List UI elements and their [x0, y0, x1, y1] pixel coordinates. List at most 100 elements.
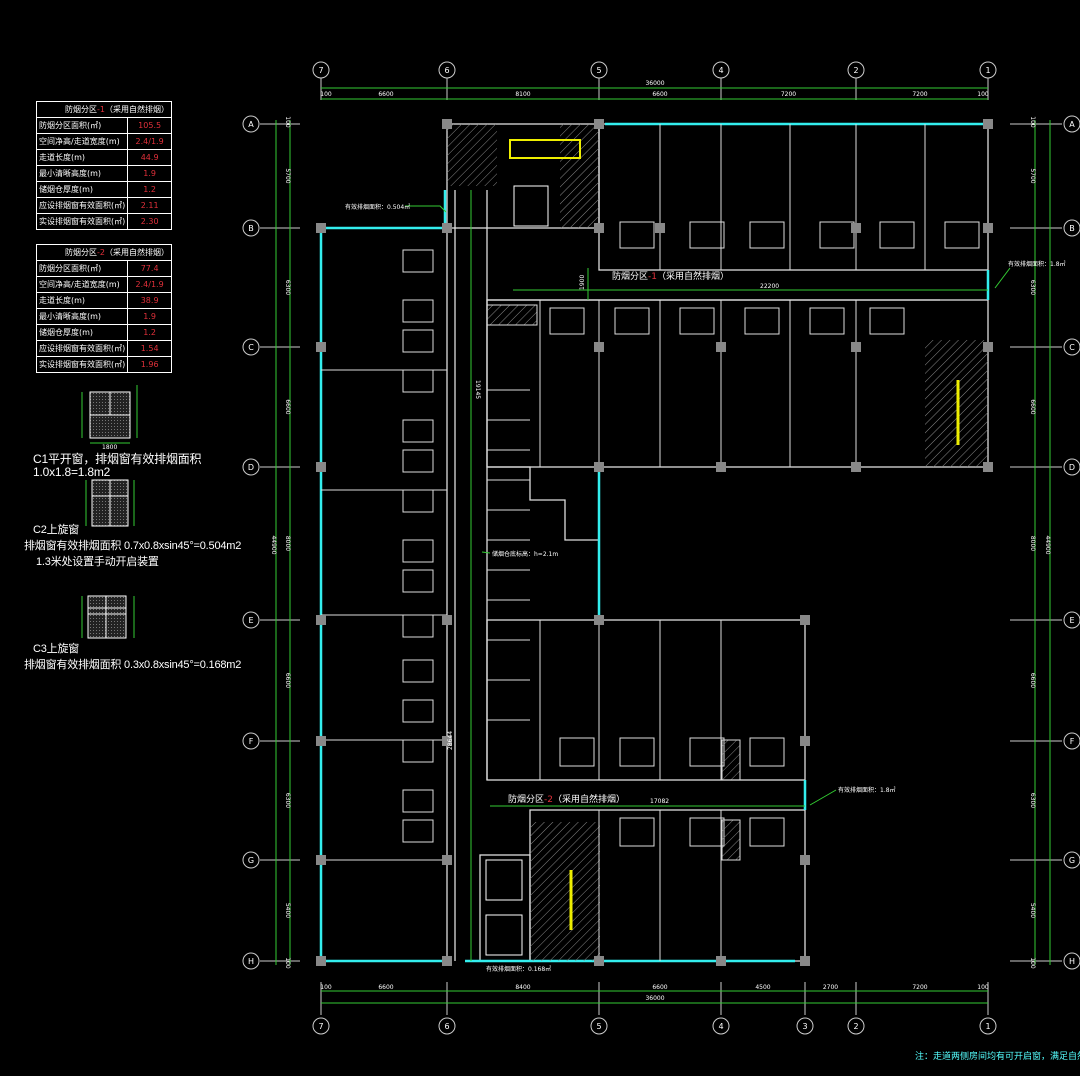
- bathroom: [402, 739, 434, 763]
- table-row: 防烟分区面积(㎡)77.4: [35, 260, 172, 277]
- side-dim-left: 100: [284, 957, 291, 969]
- shaft: [721, 819, 741, 861]
- structural-column: [316, 342, 326, 352]
- bottom-dim: 7200: [912, 984, 927, 991]
- table-row: 实设排烟窗有效面积(㎡)2.30: [35, 213, 172, 230]
- axis-label-top: 5: [596, 66, 601, 75]
- leader-lines: [405, 205, 1011, 806]
- table-row: 储烟仓厚度(m)1.2: [35, 324, 172, 341]
- bathroom: [749, 737, 785, 767]
- top-dim: 100: [977, 91, 989, 98]
- structural-column: [800, 736, 810, 746]
- structural-column: [442, 223, 452, 233]
- axis-bubble: [438, 61, 456, 79]
- structural-column: [655, 223, 665, 233]
- structural-column: [851, 223, 861, 233]
- bathroom: [549, 307, 585, 335]
- axis-label-left: G: [248, 856, 254, 865]
- axis-label-right: H: [1069, 957, 1075, 966]
- axis-bubble: [1063, 115, 1080, 133]
- window-area-label-bottom: 有效排烟面积：0.168㎡: [486, 965, 551, 973]
- top-total-dim: 36000: [645, 80, 664, 87]
- axis-bubble: [1063, 458, 1080, 476]
- bathroom: [619, 817, 655, 847]
- axis-label-left: E: [248, 616, 253, 625]
- bathroom: [402, 819, 434, 843]
- structural-column: [594, 956, 604, 966]
- side-dim-right: 5400: [1029, 903, 1036, 918]
- window-area-label-mid: 有效排烟面积：1.8㎡: [838, 786, 896, 794]
- axis-label-bottom: 6: [444, 1022, 449, 1031]
- zone1-width: 1900: [579, 275, 586, 290]
- bathroom: [402, 659, 434, 683]
- axis-label-top: 7: [318, 66, 323, 75]
- structural-column: [716, 462, 726, 472]
- axis-label-bottom: 4: [718, 1022, 723, 1031]
- structural-column: [594, 119, 604, 129]
- side-total-right: 44900: [1044, 535, 1051, 554]
- axis-label-right: A: [1069, 120, 1075, 129]
- axis-label-top: 4: [718, 66, 723, 75]
- axis-bubble: [242, 115, 260, 133]
- structural-column: [851, 342, 861, 352]
- shaft: [721, 739, 741, 781]
- table-row: 储烟仓厚度(m)1.2: [35, 181, 172, 198]
- c3-caption-group: C3上旋窗 排烟窗有效排烟面积 0.3x0.8xsin45°=0.168m2: [24, 643, 272, 672]
- exterior-windows: [319, 122, 990, 963]
- axis-label-top: 1: [985, 66, 990, 75]
- side-dim-right: 6600: [1029, 399, 1036, 414]
- structural-column: [316, 462, 326, 472]
- axis-bubble: [590, 61, 608, 79]
- axis-bubble: [1063, 338, 1080, 356]
- axis-label-bottom: 2: [853, 1022, 858, 1031]
- bottom-total-dim: 36000: [645, 995, 664, 1002]
- bathroom: [402, 489, 434, 513]
- bathroom: [944, 221, 980, 249]
- bathroom: [619, 221, 655, 249]
- side-dim-right: 8000: [1029, 536, 1036, 551]
- bathroom: [402, 789, 434, 813]
- c2-note: 1.3米处设置手动开启装置: [36, 556, 159, 568]
- axis-bubble: [242, 338, 260, 356]
- side-dim-right: 6300: [1029, 280, 1036, 295]
- structural-column: [442, 119, 452, 129]
- structural-column: [316, 736, 326, 746]
- side-dim-left: 8000: [284, 536, 291, 551]
- axis-label-top: 2: [853, 66, 858, 75]
- top-dim: 6600: [652, 91, 667, 98]
- axis-label-left: C: [248, 343, 254, 352]
- structural-column: [851, 462, 861, 472]
- axis-label-right: D: [1069, 463, 1075, 472]
- table-row: 最小清晰高度(m)1.9: [35, 308, 172, 325]
- axis-label-left: B: [248, 224, 254, 233]
- window-area-label-top: 有效排烟面积：0.504㎡: [345, 203, 410, 211]
- top-dim: 6600: [378, 91, 393, 98]
- side-dim-right: 100: [1029, 957, 1036, 969]
- bathroom: [402, 329, 434, 353]
- side-total-left: 44900: [270, 535, 277, 554]
- bathroom: [869, 307, 905, 335]
- bottom-dim: 4500: [755, 984, 770, 991]
- axis-bubble: [312, 61, 330, 79]
- axis-bubble: [242, 611, 260, 629]
- window-c1-detail: [81, 385, 138, 444]
- bathroom: [402, 249, 434, 273]
- side-dim-right: 6600: [1029, 673, 1036, 688]
- elevator-top: [513, 185, 549, 227]
- bathroom: [402, 449, 434, 473]
- row-value: 1.96: [127, 356, 172, 373]
- bathroom: [879, 221, 915, 249]
- side-dim-left: 5700: [284, 168, 291, 183]
- stair-bottom: [530, 822, 600, 961]
- side-dim-left: 6300: [284, 793, 291, 808]
- structural-column: [594, 462, 604, 472]
- row-label: 实设排烟窗有效面积(㎡): [35, 213, 129, 230]
- side-dim-right: 5700: [1029, 168, 1036, 183]
- c3-caption: C3上旋窗: [33, 643, 80, 655]
- bathroom: [402, 614, 434, 638]
- c1-caption: C1平开窗，排烟窗有效排烟面积 1.0x1.8=1.8m2: [33, 452, 202, 479]
- structural-column: [800, 855, 810, 865]
- zone2-length: 17082: [650, 798, 669, 805]
- axis-bubble: [242, 952, 260, 970]
